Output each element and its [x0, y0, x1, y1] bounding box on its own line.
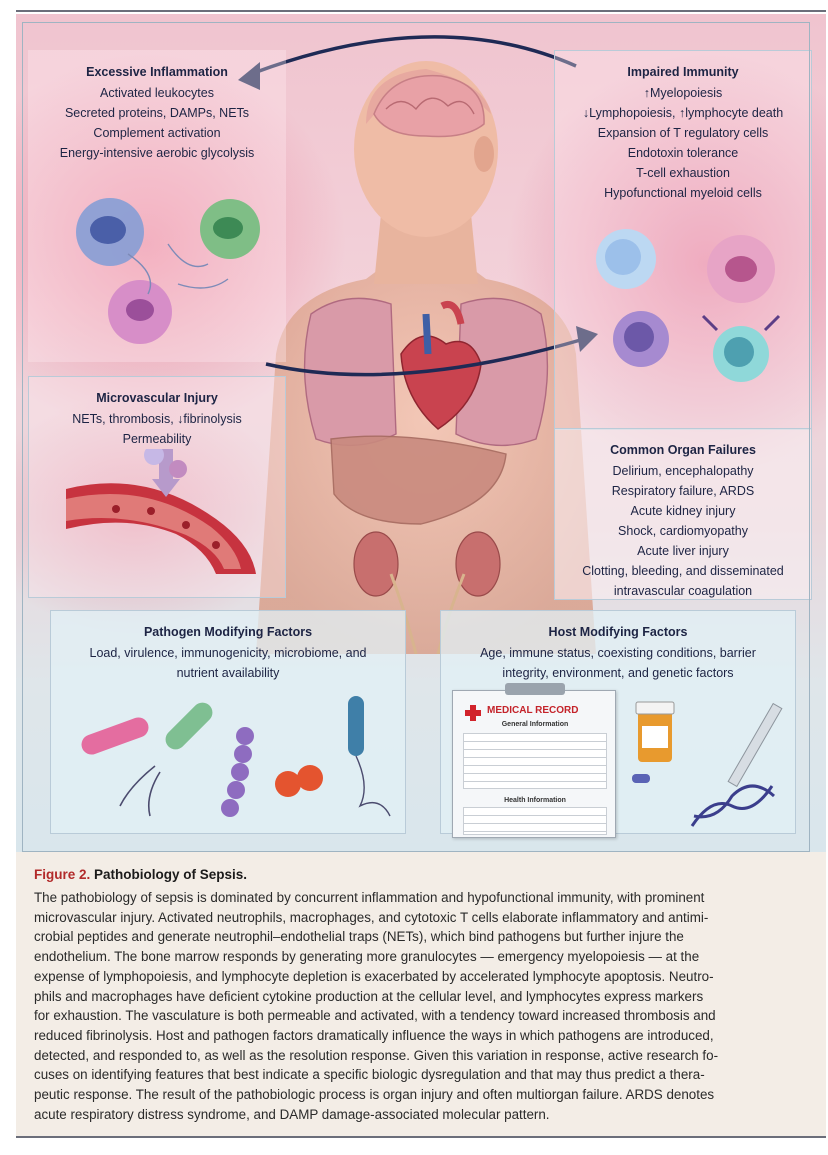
- panel-line: Hypofunctional myeloid cells: [604, 186, 762, 200]
- panel-line: Respiratory failure, ARDS: [611, 484, 755, 498]
- figure-label: Figure 2.: [34, 867, 91, 882]
- panel-line: Endotoxin tolerance: [627, 146, 739, 160]
- illustration-border: [22, 22, 810, 852]
- sepsis-illustration: Excessive Inflammation Activated leukocy…: [16, 14, 826, 852]
- caption-line: peutic response. The result of the patho…: [34, 1087, 715, 1103]
- panel-line: Shock, cardiomyopathy: [618, 524, 748, 538]
- caption-line: reduced fibrinolysis. Host and pathogen …: [34, 1027, 714, 1043]
- blood-vessel: [66, 449, 256, 574]
- general-information-label: General Information: [501, 721, 569, 728]
- panel-line: T-cell exhaustion: [636, 166, 730, 180]
- medication-syringe-dna: [632, 701, 783, 827]
- panel-title: Impaired Immunity: [627, 65, 739, 79]
- panel-impaired-immunity: Impaired Immunity ↑Myelopoiesis ↓Lymphop…: [554, 50, 812, 430]
- panel-title: Common Organ Failures: [610, 443, 756, 457]
- caption-title-row: Figure 2. Pathobiology of Sepsis.: [34, 864, 808, 886]
- figure-top-rule: [16, 10, 826, 1140]
- panel-line: Acute kidney injury: [630, 504, 736, 518]
- caption-line: acute respiratory distress syndrome, and…: [34, 1106, 550, 1122]
- figure-caption: Figure 2. Pathobiology of Sepsis. The pa…: [16, 852, 826, 1136]
- panel-line: Load, virulence, immunogenicity, microbi…: [89, 646, 367, 660]
- panel-line: nutrient availability: [176, 666, 280, 680]
- record-grid: [463, 807, 607, 835]
- panel-line: Activated leukocytes: [100, 86, 214, 100]
- panel-line: Energy-intensive aerobic glycolysis: [59, 146, 255, 160]
- caption-line: for exhaustion. The vasculature is both …: [34, 1008, 716, 1024]
- panel-title: Host Modifying Factors: [548, 625, 688, 639]
- arrow-head-left: [238, 62, 260, 90]
- caption-line: phils and macrophages have deficient cyt…: [34, 988, 704, 1004]
- panel-line: Permeability: [122, 432, 192, 446]
- panel-line: Acute liver injury: [637, 544, 729, 558]
- caption-line: crobial peptides and generate neutrophil…: [34, 929, 684, 945]
- panel-line: intravascular coagulation: [613, 584, 753, 598]
- leukocyte-cells: [76, 198, 260, 344]
- clipboard-clip: [505, 683, 565, 695]
- panel-line: Clotting, bleeding, and disseminated: [582, 564, 784, 578]
- panel-line: ↑Myelopoiesis: [643, 86, 723, 100]
- health-information-label: Health Information: [504, 797, 566, 804]
- record-grid: [463, 733, 607, 789]
- caption-line: endothelium. The bone marrow responds by…: [34, 949, 700, 965]
- panel-line: Age, immune status, coexisting condition…: [480, 646, 756, 660]
- panel-line: NETs, thrombosis, ↓fibrinolysis: [72, 412, 242, 426]
- caption-line: detected, and responded to, as well as t…: [34, 1047, 719, 1063]
- pathogen-microbes: [81, 696, 391, 817]
- panel-line: Secreted proteins, DAMPs, NETs: [64, 106, 250, 120]
- panel-title: Excessive Inflammation: [86, 65, 228, 79]
- figure-bottom-rule: [16, 1136, 826, 1138]
- caption-line: expense of lymphopoiesis, and lymphocyte…: [34, 968, 714, 984]
- cycle-arrows: [238, 35, 598, 377]
- medical-record-clipboard: MEDICAL RECORD General Information Healt…: [452, 683, 616, 838]
- human-body: [256, 61, 596, 654]
- panel-line: integrity, environment, and genetic fact…: [502, 666, 734, 680]
- panel-line: Delirium, encephalopathy: [612, 464, 754, 478]
- panel-line: Complement activation: [93, 126, 221, 140]
- panel-title: Pathogen Modifying Factors: [143, 625, 313, 639]
- panel-organ-failures: Common Organ Failures Delirium, encephal…: [554, 428, 812, 600]
- arrow-head-right: [576, 326, 598, 352]
- caption-line: cuses on identifying features that best …: [34, 1067, 705, 1083]
- red-cross-icon: [465, 705, 481, 721]
- panel-line: ↓Lymphopoiesis, ↑lymphocyte death: [582, 106, 784, 120]
- panel-line: Expansion of T regulatory cells: [597, 126, 769, 140]
- immune-cells: [596, 229, 781, 382]
- panel-title: Microvascular Injury: [96, 391, 218, 405]
- medical-record-heading: MEDICAL RECORD: [487, 705, 579, 716]
- caption-line: microvascular injury. Activated neutroph…: [34, 909, 709, 925]
- panel-pathogen-factors: Pathogen Modifying Factors Load, virulen…: [50, 610, 406, 834]
- figure-title: Pathobiology of Sepsis.: [94, 867, 248, 882]
- caption-line: The pathobiology of sepsis is dominated …: [34, 890, 705, 905]
